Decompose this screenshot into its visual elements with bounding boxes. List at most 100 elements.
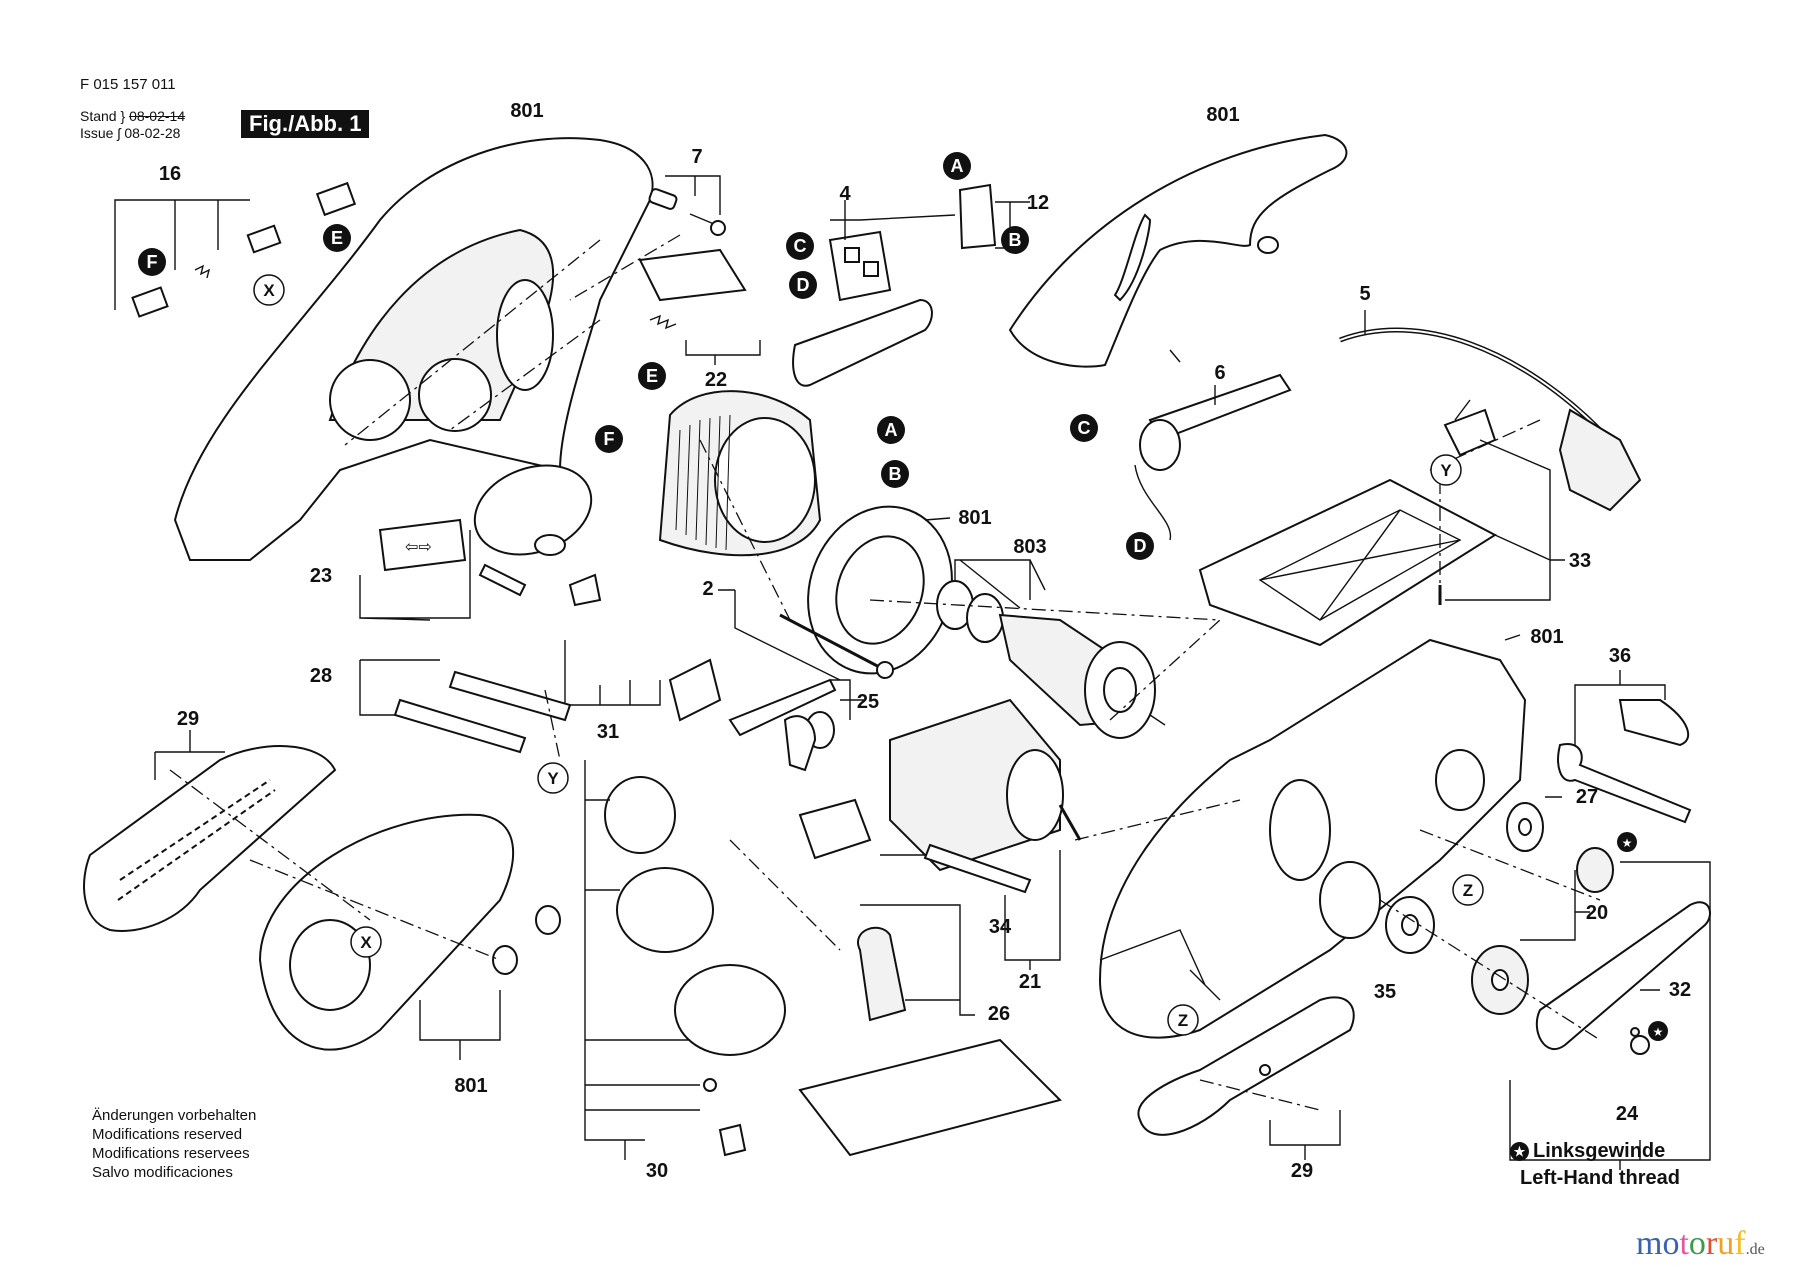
- callout-29-right: 29: [1291, 1160, 1313, 1182]
- svg-text:X: X: [360, 933, 372, 952]
- carbon-brush-part: [131, 181, 357, 318]
- issue-date: 08-02-28: [124, 125, 181, 141]
- callout-26: 26: [988, 1003, 1010, 1025]
- brand-letter: f: [1734, 1225, 1746, 1262]
- marker-e-stator: E: [638, 362, 666, 390]
- drive-belt-part: [1535, 901, 1711, 1050]
- callout-35: 35: [1374, 981, 1396, 1003]
- leader-2: [734, 590, 841, 681]
- leader-33: [1445, 439, 1565, 601]
- leader-30: [584, 760, 700, 1160]
- leader-801-cover: [419, 990, 501, 1060]
- brand-letter: u: [1717, 1225, 1735, 1262]
- marker-x-lower: X: [350, 926, 382, 958]
- leader-7: [665, 175, 721, 215]
- marker-z-body: Z: [1452, 874, 1484, 906]
- left-hand-thread-star-icon: ★: [1648, 1021, 1668, 1041]
- svg-text:F: F: [147, 252, 158, 272]
- callout-28: 28: [310, 665, 332, 687]
- leader-21: [1004, 850, 1061, 970]
- power-cable-part: [1134, 327, 1642, 541]
- pulley-part: [1471, 847, 1614, 1015]
- callout-24: 24: [1616, 1103, 1639, 1125]
- marker-c-upper: C: [786, 232, 814, 260]
- fan-baffle-part: [807, 505, 953, 675]
- callout-801-cover: 801: [454, 1075, 487, 1097]
- document-number: F 015 157 011: [80, 76, 176, 93]
- tie-rod-part: [668, 613, 894, 749]
- brand-letter: o: [1662, 1225, 1680, 1262]
- base-plate-part: [1198, 399, 1498, 647]
- legend-en: Left-Hand thread: [1520, 1167, 1680, 1189]
- callout-36: 36: [1609, 645, 1631, 667]
- callout-16: 16: [159, 163, 181, 185]
- marker-y-guide: Y: [537, 762, 569, 794]
- callout-27: 27: [1576, 786, 1598, 808]
- planer-body-part: [1098, 638, 1527, 1039]
- svg-text:C: C: [1078, 418, 1091, 438]
- parallel-guide-part: [393, 670, 572, 754]
- marker-d-upper: D: [789, 271, 817, 299]
- callout-31: 31: [597, 721, 619, 743]
- svg-text:E: E: [646, 366, 658, 386]
- side-cover-part: [83, 745, 337, 932]
- notice-line: Änderungen vorbehalten: [92, 1107, 257, 1124]
- leader-29-left: [154, 730, 225, 780]
- marker-f-stator: F: [595, 425, 623, 453]
- notice-line: Salvo modificaciones: [92, 1164, 233, 1181]
- stand-date: 08-02-14: [129, 108, 186, 124]
- callout-12: 12: [1027, 192, 1049, 214]
- svg-text:X: X: [263, 281, 275, 300]
- capacitor-part: [958, 183, 997, 250]
- screw-part: [648, 188, 726, 236]
- svg-text:A: A: [951, 156, 964, 176]
- svg-text:⇦⇨: ⇦⇨: [405, 539, 432, 556]
- callout-2: 2: [702, 578, 713, 600]
- svg-text:D: D: [797, 275, 810, 295]
- marker-x-upper: X: [253, 274, 285, 306]
- wrench-part: [1557, 699, 1692, 824]
- leader-29-right: [1269, 1110, 1341, 1160]
- assembly-axis-lines: [169, 234, 1601, 1111]
- left-hand-thread-legend: ★Linksgewinde Left-Hand thread: [1510, 1138, 1680, 1192]
- svg-text:★: ★: [1653, 1025, 1664, 1039]
- leader-801-body: [1504, 634, 1521, 641]
- left-hand-thread-star-icon: ★: [1617, 832, 1637, 852]
- connection-markers: A B C D E F E F A B C D: [138, 152, 1154, 560]
- legend-de: Linksgewinde: [1533, 1140, 1666, 1162]
- leader-803: [954, 559, 1046, 609]
- leader-801-ring: [924, 517, 951, 521]
- leader-4: [830, 200, 956, 240]
- handle-screw: [1169, 349, 1181, 363]
- issue-label: Issue: [80, 125, 114, 141]
- svg-text:Z: Z: [1463, 881, 1473, 900]
- callout-25: 25: [857, 691, 879, 713]
- marker-b-stator: B: [881, 460, 909, 488]
- marker-b-upper: B: [1001, 226, 1029, 254]
- stand-label: Stand: [80, 108, 117, 124]
- brand-watermark: motoruf.de: [1636, 1225, 1765, 1263]
- callout-30: 30: [646, 1160, 668, 1182]
- notice-line: Modifications reserved: [92, 1126, 243, 1143]
- depth-knob-part: [604, 715, 1062, 1157]
- brand-letter: o: [1688, 1225, 1706, 1262]
- callout-34: 34: [989, 916, 1012, 938]
- brand-letter: t: [1679, 1225, 1689, 1262]
- leader-24: [1509, 861, 1711, 1170]
- callout-29-left: 29: [177, 708, 199, 730]
- svg-text:E: E: [331, 228, 343, 248]
- callout-801-ring: 801: [958, 507, 991, 529]
- marker-d-cable: D: [1126, 532, 1154, 560]
- leader-23: [359, 530, 471, 621]
- marker-z-cover: Z: [1167, 1004, 1199, 1036]
- marker-a-upper: A: [943, 152, 971, 180]
- marker-y-base: Y: [1430, 454, 1462, 486]
- switch-button-part: ⇦⇨: [378, 464, 602, 607]
- part-callouts: 801 7 16 4 12 801 5 6 22 801 803 33 2 23…: [159, 100, 1691, 1182]
- leader-31: [564, 640, 661, 706]
- leader-25: [830, 679, 865, 720]
- marker-a-stator: A: [877, 416, 905, 444]
- svg-text:F: F: [604, 429, 615, 449]
- callout-4: 4: [839, 183, 851, 205]
